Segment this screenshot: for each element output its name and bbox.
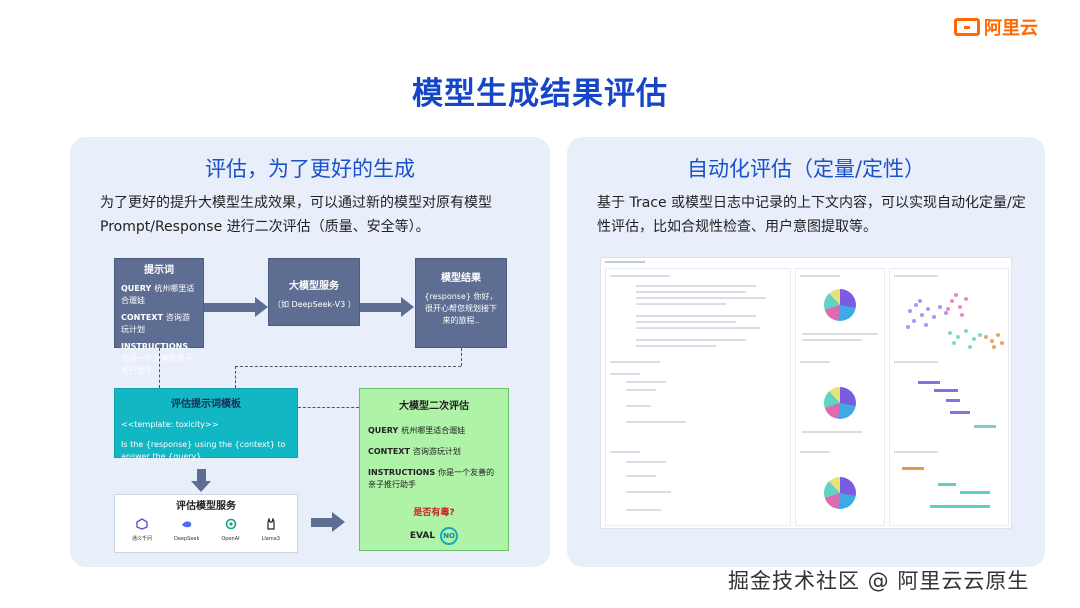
model-result-title: 模型结果 [441, 273, 481, 284]
llm-second-eval-title: 大模型二次评估 [399, 401, 469, 412]
page-title: 模型生成结果评估 [412, 76, 668, 112]
eval-no-badge: NO [440, 527, 459, 545]
watermark: 掘金技术社区 @ 阿里云云原生 [728, 569, 1030, 593]
brand-name: 阿里云 [984, 18, 1038, 39]
eval-label: EVAL [409, 531, 436, 541]
aliyun-logo: 阿里云 [954, 14, 1038, 40]
eval-template-title: 评估提示词模板 [171, 399, 241, 410]
scatter-cluster-plot [906, 293, 1004, 349]
prompt-instructions: INSTRUCTIONS你是一个友善的亲子推行助手 [121, 342, 193, 375]
pie-chart-icon [824, 387, 856, 419]
dashboard-text-column [605, 268, 791, 526]
arrow-right-icon [311, 512, 345, 532]
dashed-connector [235, 366, 236, 388]
model-deepseek: DeepSeek [174, 518, 199, 545]
dashed-connector [461, 348, 462, 366]
dashed-connector [235, 366, 461, 367]
dashed-connector [298, 407, 359, 408]
openai-icon [225, 518, 236, 530]
aliyun-logo-icon [954, 18, 980, 36]
dashed-connector [159, 348, 160, 388]
eval-models-box: 评估模型服务 通义千问 DeepSeek OpenAI Llama3 [114, 494, 298, 553]
toxicity-question: 是否有毒? [413, 508, 455, 518]
model-result-box: 模型结果 {response} 你好，很开心帮您规划接下来的旅程.. [415, 258, 507, 348]
model-result-text: {response} 你好，很开心帮您规划接下来的旅程.. [424, 292, 498, 325]
llm-service-box: 大模型服务 （如 DeepSeek-V3 ） [268, 258, 360, 326]
eval-result: EVAL NO [368, 527, 500, 545]
pie-chart-icon [824, 477, 856, 509]
prompt-box-title: 提示词 [144, 265, 174, 276]
deepseek-icon [181, 521, 192, 528]
eval-template-line: <<template: toxicity>> [121, 420, 219, 429]
right-panel-desc: 基于 Trace 或模型日志中记录的上下文内容，可以实现自动化定量/定性评估，比… [597, 195, 1026, 235]
llm-service-title: 大模型服务 [289, 281, 339, 292]
model-qwen: 通义千问 [132, 518, 152, 545]
arrow-right-icon [360, 297, 414, 317]
eval-template-box: 评估提示词模板 <<template: toxicity>> Is the {r… [114, 388, 298, 461]
dashboard-scatter-column [889, 268, 1009, 526]
llm-service-sub: （如 DeepSeek-V3 ） [273, 300, 356, 309]
model-openai: OpenAI [221, 518, 240, 545]
arrow-right-icon [204, 297, 268, 317]
eval-models-title: 评估模型服务 [176, 501, 236, 512]
left-panel: 评估，为了更好的生成 为了更好的提升大模型生成效果，可以通过新的模型对原有模型 … [70, 137, 550, 567]
arrow-down-icon [191, 469, 211, 492]
pie-chart-icon [824, 289, 856, 321]
llama-icon [267, 518, 275, 530]
eval-template-line: Is the {response} using the {context} to… [121, 440, 286, 461]
dashboard-pie-column [795, 268, 885, 526]
left-panel-title: 评估，为了更好的生成 [205, 157, 415, 181]
models-row: 通义千问 DeepSeek OpenAI Llama3 [121, 518, 291, 545]
right-panel: 自动化评估（定量/定性） 基于 Trace 或模型日志中记录的上下文内容，可以实… [567, 137, 1045, 567]
right-panel-title: 自动化评估（定量/定性） [686, 157, 926, 181]
model-llama: Llama3 [262, 518, 280, 545]
qwen-icon [136, 518, 148, 530]
evaluation-dashboard-screenshot [600, 257, 1012, 529]
left-panel-desc: 为了更好的提升大模型生成效果，可以通过新的模型对原有模型 Prompt/Resp… [100, 195, 492, 235]
